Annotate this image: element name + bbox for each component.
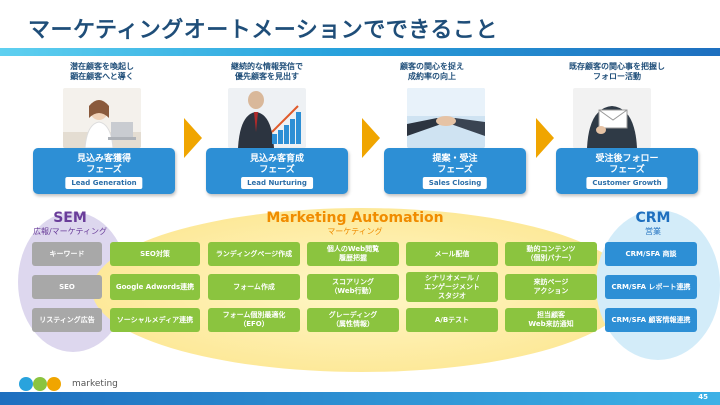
- phase-sales-closing: 提案・受注 フェーズ Sales Closing: [384, 148, 526, 194]
- phase-tag: Sales Closing: [422, 177, 488, 189]
- stage-4-photo: [573, 88, 651, 148]
- sem-cell: キーワード: [32, 242, 102, 266]
- logo-suffix: marketing: [72, 379, 118, 389]
- ma-cell: メール配信: [406, 242, 498, 266]
- sem-title: SEM: [53, 210, 87, 226]
- ma-cell: グレーディング （属性情報）: [307, 308, 399, 332]
- crm-cell: CRM/SFA レポート連携: [605, 275, 697, 299]
- footer-bar: [0, 392, 720, 405]
- ma-cell: シナリオメール / エンゲージメント スタジオ: [406, 272, 498, 302]
- tobe-logo-icon: [19, 377, 61, 391]
- ma-cell: スコアリング （Web行動）: [307, 274, 399, 300]
- page-title: マーケティングオートメーションでできること: [28, 18, 498, 43]
- page-number: 45: [698, 393, 708, 401]
- crm-title: CRM: [635, 210, 671, 226]
- crm-subtitle: 営業: [645, 227, 661, 236]
- crm-cell: CRM/SFA 商談: [605, 242, 697, 266]
- phase-tag: Lead Generation: [65, 177, 143, 189]
- stage-1-photo: [63, 88, 141, 148]
- sem-cell: リスティング広告: [32, 308, 102, 332]
- ma-cell: SEO対策: [110, 242, 200, 266]
- stage-2-photo: [228, 88, 306, 148]
- ma-cell: ランディングページ作成: [208, 242, 300, 266]
- phase-label: 提案・受注 フェーズ: [432, 154, 478, 175]
- ma-cell: Google Adwords連携: [110, 274, 200, 300]
- ma-cell: A/Bテスト: [406, 308, 498, 332]
- arrow-right-icon: [184, 118, 202, 158]
- ma-title: Marketing Automation: [266, 210, 444, 226]
- arrow-right-icon: [362, 118, 380, 158]
- ma-subtitle: マーケティング: [327, 227, 383, 236]
- stage-3-caption: 顧客の関心を捉え 成約率の向上: [400, 62, 464, 81]
- ma-cell: 動的コンテンツ （個別バナー）: [505, 242, 597, 266]
- arrow-right-icon: [536, 118, 554, 158]
- sem-subtitle: 広報/マーケティング: [32, 227, 108, 236]
- phase-customer-growth: 受注後フォロー フェーズ Customer Growth: [556, 148, 698, 194]
- phase-label: 見込み客獲得 フェーズ: [76, 154, 131, 175]
- ma-cell: ソーシャルメディア連携: [110, 308, 200, 332]
- ma-cell: フォーム作成: [208, 274, 300, 300]
- title-underline: [0, 48, 720, 56]
- sem-cell: SEO: [32, 275, 102, 299]
- company-logo: marketing: [18, 376, 118, 392]
- ma-cell: 来訪ページ アクション: [505, 274, 597, 300]
- stage-2-caption: 継続的な情報発信で 優先顧客を見出す: [231, 62, 303, 81]
- crm-cell: CRM/SFA 顧客情報連携: [605, 308, 697, 332]
- sem-header: SEM 広報/マーケティング: [20, 210, 120, 237]
- crm-header: CRM 営業: [610, 210, 696, 237]
- phase-label: 見込み客育成 フェーズ: [249, 154, 304, 175]
- phase-lead-nurturing: 見込み客育成 フェーズ Lead Nurturing: [206, 148, 348, 194]
- phase-lead-generation: 見込み客獲得 フェーズ Lead Generation: [33, 148, 175, 194]
- phase-label: 受注後フォロー フェーズ: [595, 154, 659, 175]
- ma-cell: フォーム個別最適化 （EFO）: [208, 308, 300, 332]
- phase-tag: Lead Nurturing: [241, 177, 313, 189]
- stage-1-caption: 潜在顧客を喚起し 顕在顧客へと導く: [70, 62, 134, 81]
- ma-cell: 担当顧客 Web来訪通知: [505, 308, 597, 332]
- stage-3-photo: [407, 88, 485, 148]
- ma-cell: 個人のWeb閲覧 履歴把握: [307, 242, 399, 266]
- stage-4-caption: 既存顧客の関心事を把握し フォロー活動: [569, 62, 665, 81]
- phase-tag: Customer Growth: [586, 177, 668, 189]
- ma-header: Marketing Automation マーケティング: [240, 210, 470, 237]
